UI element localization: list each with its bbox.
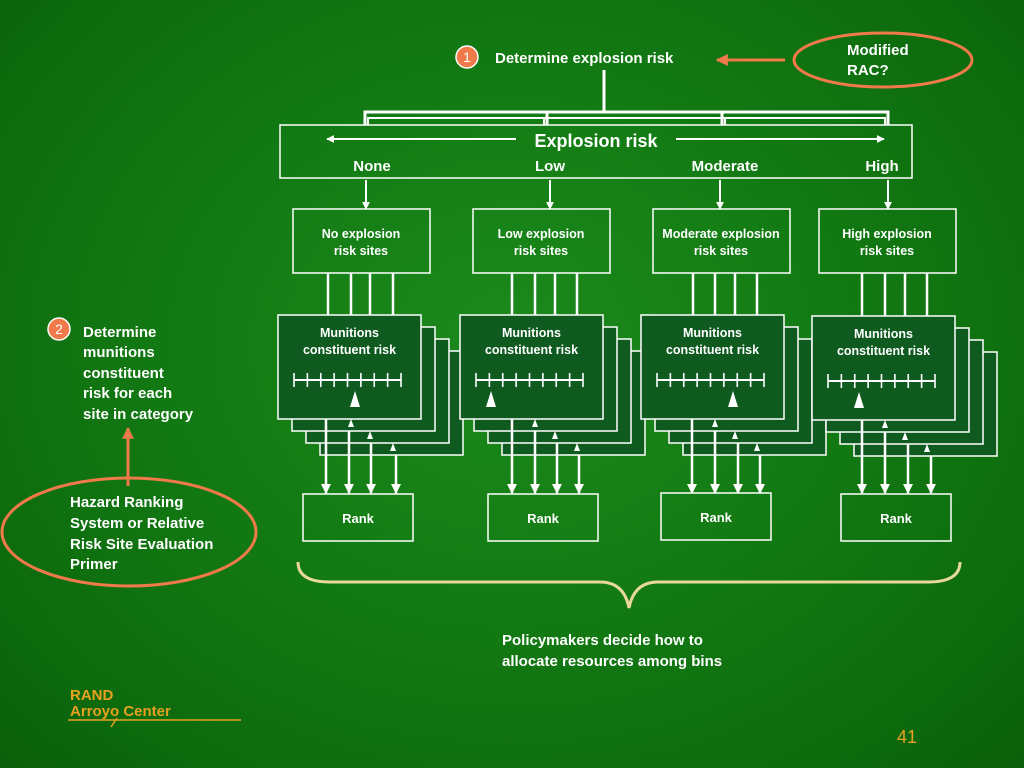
munitions-stack-moderate: Munitions constituent risk — [640, 273, 827, 494]
pointer-icon — [348, 419, 354, 427]
step2-badge — [47, 317, 71, 341]
rank-label-moderate: Rank — [700, 510, 733, 525]
munitions-label-line2: constituent risk — [485, 343, 578, 357]
level-high: High — [865, 158, 898, 175]
pointer-icon — [728, 391, 738, 407]
step2-line2: munitions — [83, 344, 155, 361]
pointer-icon — [732, 431, 738, 439]
step2-line1: Determine — [83, 324, 156, 341]
rank-label-high: Rank — [880, 511, 913, 526]
hazard-ellipse — [0, 476, 258, 588]
scale-title: Explosion risk — [534, 131, 658, 151]
step1-badge — [455, 45, 479, 69]
rank-box-none: Rank — [302, 493, 414, 542]
pointer-icon — [532, 419, 538, 427]
munitions-card-front — [459, 314, 604, 420]
scale-connector — [363, 70, 890, 125]
category-moderate-line2: risk sites — [694, 244, 748, 258]
rank-boxes: Rank Rank Rank Rank — [302, 492, 952, 542]
level-none: None — [353, 158, 391, 175]
category-high-line2: risk sites — [860, 244, 914, 258]
level-low: Low — [535, 158, 565, 175]
hazard-line4: Primer — [70, 556, 118, 573]
policy-text: Policymakers decide how to allocate reso… — [502, 632, 722, 670]
scale-to-category-arrows — [362, 180, 892, 210]
policy-brace — [296, 561, 962, 609]
munitions-card-front — [277, 314, 422, 420]
logo-mark — [110, 717, 118, 728]
category-boxes: No explosion risk sites Low explosion ri… — [292, 208, 957, 274]
munitions-stack-low: Munitions constituent risk — [459, 273, 646, 494]
rank-box-high: Rank — [840, 493, 952, 542]
pointer-icon — [390, 443, 396, 451]
category-low: Low explosion risk sites — [472, 208, 611, 274]
munitions-stacks: Munitions constituent risk Munitions consti… — [277, 273, 998, 494]
policy-line1: Policymakers decide how to — [502, 632, 703, 649]
modified-line1: Modified — [847, 42, 909, 59]
munitions-label-line2: constituent risk — [666, 343, 759, 357]
munitions-label-line2: constituent risk — [837, 344, 930, 358]
step1-number: 1 — [463, 49, 471, 65]
step2-group: 2 Determine munitions constituent risk f… — [47, 317, 194, 423]
modified-rac-ellipse — [792, 31, 974, 89]
logo-line1: RAND — [70, 687, 113, 704]
hazard-line3: Risk Site Evaluation — [70, 536, 213, 553]
pointer-icon — [486, 391, 496, 407]
munitions-label-line1: Munitions — [502, 326, 561, 340]
pointer-icon — [754, 443, 760, 451]
level-moderate: Moderate — [692, 158, 759, 175]
munitions-label-line2: constituent risk — [303, 343, 396, 357]
pointer-icon — [367, 431, 373, 439]
rand-logo: RAND Arroyo Center — [68, 687, 241, 728]
step2-line5: site in category — [83, 406, 194, 423]
pointer-icon — [902, 432, 908, 440]
category-none: No explosion risk sites — [292, 208, 431, 274]
munitions-card-front — [640, 314, 785, 420]
category-low-line2: risk sites — [514, 244, 568, 258]
scale-box — [279, 124, 913, 179]
modified-rac-callout: Modified RAC? — [715, 31, 974, 89]
pointer-icon — [712, 419, 718, 427]
munitions-label-line1: Munitions — [683, 326, 742, 340]
munitions-card-front — [811, 315, 956, 421]
munitions-label-line1: Munitions — [854, 327, 913, 341]
hazard-line1: Hazard Ranking — [70, 494, 183, 511]
rank-label-low: Rank — [527, 511, 560, 526]
step1-group: 1 Determine explosion risk — [455, 45, 674, 69]
munitions-stack-high: Munitions constituent risk — [811, 273, 998, 494]
category-high: High explosion risk sites — [818, 208, 957, 274]
category-moderate-line1: Moderate explosion — [662, 227, 779, 241]
munitions-stack-none: Munitions constituent risk — [277, 273, 464, 494]
logo-line2: Arroyo Center — [70, 703, 171, 720]
hazard-callout: Hazard Ranking System or Relative Risk S… — [0, 426, 258, 588]
rank-label-none: Rank — [342, 511, 375, 526]
pointer-icon — [552, 431, 558, 439]
policy-line2: allocate resources among bins — [502, 653, 722, 670]
modified-line2: RAC? — [847, 62, 889, 79]
munitions-label-line1: Munitions — [320, 326, 379, 340]
pointer-icon — [854, 392, 864, 408]
pointer-icon — [882, 420, 888, 428]
category-none-line2: risk sites — [334, 244, 388, 258]
step2-number: 2 — [55, 321, 63, 337]
rank-box-low: Rank — [487, 493, 599, 542]
category-high-line1: High explosion — [842, 227, 932, 241]
pointer-icon — [574, 443, 580, 451]
category-moderate: Moderate explosion risk sites — [652, 208, 791, 274]
category-none-line1: No explosion — [322, 227, 400, 241]
explosion-risk-scale: Explosion risk None Low Moderate High — [279, 124, 913, 179]
category-low-line1: Low explosion — [498, 227, 585, 241]
pointer-icon — [924, 444, 930, 452]
step2-line3: constituent — [83, 365, 164, 382]
hazard-line2: System or Relative — [70, 515, 204, 532]
rank-box-moderate: Rank — [660, 492, 772, 541]
step2-line4: risk for each — [83, 385, 172, 402]
pointer-icon — [350, 391, 360, 407]
step1-label: Determine explosion risk — [495, 50, 674, 67]
page-number: 41 — [897, 727, 917, 747]
